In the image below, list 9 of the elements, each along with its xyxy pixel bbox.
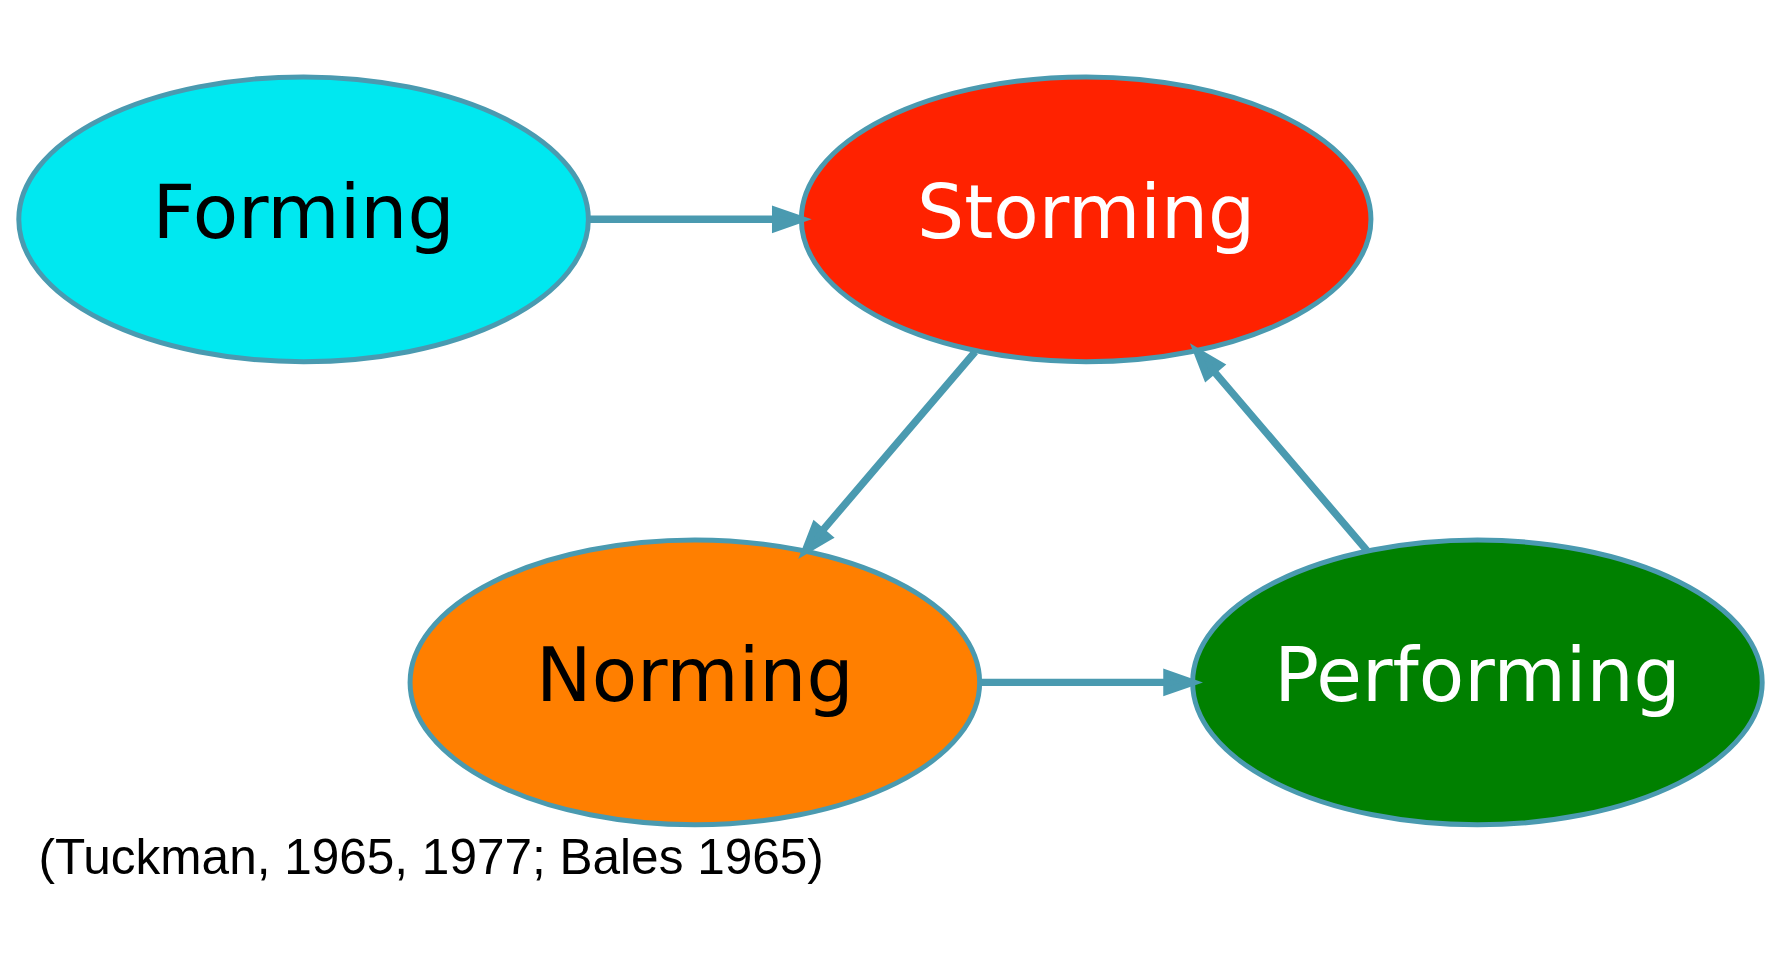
node-ellipse: Forming <box>16 74 591 365</box>
arrow <box>798 349 978 559</box>
node-ellipse: Performing <box>1190 537 1765 828</box>
node-ellipse: Storming <box>798 74 1374 365</box>
arrow <box>1189 343 1370 553</box>
arrow <box>588 205 812 234</box>
node-ellipse: Norming <box>407 537 983 828</box>
arrow <box>979 668 1203 697</box>
caption: (Tuckman, 1965, 1977; Bales 1965) <box>38 829 824 885</box>
